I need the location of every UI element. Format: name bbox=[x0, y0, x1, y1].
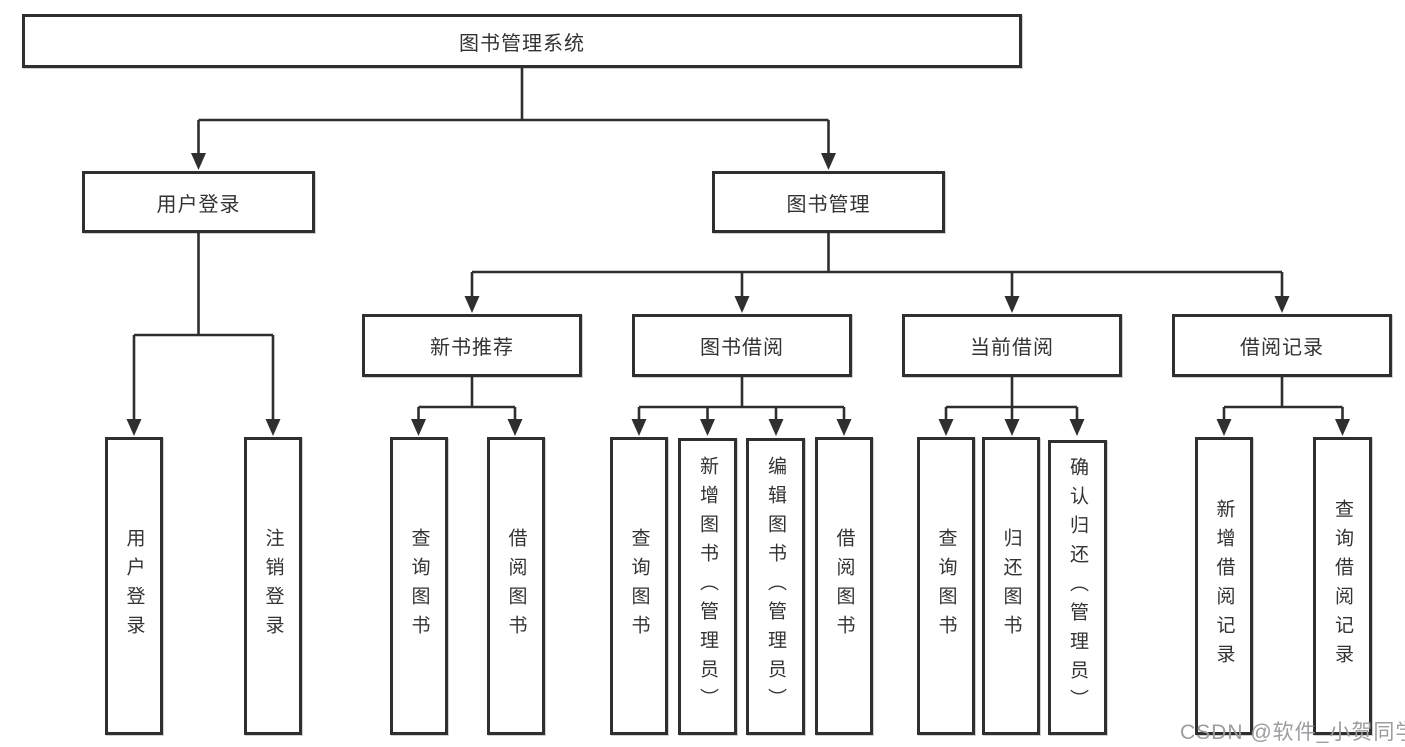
arrowhead bbox=[631, 419, 647, 436]
arrowhead bbox=[1274, 296, 1290, 313]
node-root-label: 图书管理系统 bbox=[459, 32, 585, 55]
leaf-user-login-label: 用户登录 bbox=[123, 528, 145, 644]
node-current-borrowing-label: 当前借阅 bbox=[970, 337, 1054, 359]
connector-book-management-to-level3 bbox=[470, 233, 1284, 299]
leaf-borrow-borrow-books-label: 借阅图书 bbox=[833, 528, 855, 644]
leaf-records-add-record-label: 新增借阅记录 bbox=[1213, 499, 1235, 673]
leaf-borrow-edit-books: 编辑图书（管理员） bbox=[746, 438, 805, 735]
connector-user-login-to-leaves bbox=[132, 233, 275, 421]
leaf-user-login: 用户登录 bbox=[105, 437, 163, 735]
node-book-management-label: 图书管理 bbox=[786, 193, 871, 216]
arrowhead bbox=[1004, 296, 1020, 313]
leaf-records-query-record-label: 查询借阅记录 bbox=[1332, 499, 1353, 673]
connector-records-to-leaves bbox=[1222, 377, 1344, 421]
arrowhead bbox=[507, 419, 523, 436]
node-borrowing-records-label: 借阅记录 bbox=[1240, 337, 1324, 359]
arrowhead bbox=[1004, 419, 1020, 436]
connector-borrowing-to-leaves bbox=[637, 377, 846, 421]
node-book-borrowing-label: 图书借阅 bbox=[700, 337, 784, 359]
leaf-records-add-record: 新增借阅记录 bbox=[1195, 437, 1253, 735]
leaf-recommend-query-books-label: 查询图书 bbox=[408, 528, 430, 644]
arrowhead bbox=[1069, 419, 1085, 436]
leaf-borrow-query-books-label: 查询图书 bbox=[628, 528, 650, 644]
leaf-current-query-books: 查询图书 bbox=[917, 437, 975, 735]
node-book-borrowing: 图书借阅 bbox=[632, 314, 852, 377]
arrowhead bbox=[700, 419, 715, 436]
leaf-borrow-borrow-books: 借阅图书 bbox=[815, 437, 873, 735]
leaf-records-query-record: 查询借阅记录 bbox=[1313, 437, 1372, 735]
arrowhead bbox=[938, 419, 954, 436]
connector-current-to-leaves bbox=[944, 377, 1079, 421]
connector-root-to-level2 bbox=[197, 68, 830, 156]
arrowhead bbox=[265, 419, 281, 436]
node-user-login-label: 用户登录 bbox=[156, 193, 241, 216]
leaf-current-return-books-label: 归还图书 bbox=[1000, 528, 1022, 644]
leaf-current-query-books-label: 查询图书 bbox=[935, 528, 957, 644]
arrowhead bbox=[411, 419, 426, 436]
leaf-recommend-borrow-books: 借阅图书 bbox=[487, 437, 545, 735]
arrowhead bbox=[734, 296, 750, 313]
arrowhead bbox=[1216, 419, 1232, 436]
connector-recommend-to-leaves bbox=[417, 377, 517, 421]
arrowhead bbox=[821, 153, 836, 170]
csdn-watermark: CSDN @软件_小贺同学 bbox=[1180, 721, 1405, 744]
arrowhead bbox=[191, 153, 206, 170]
leaf-current-confirm-return-label: 确认归还（管理员） bbox=[1067, 457, 1088, 718]
leaf-borrow-edit-books-label: 编辑图书（管理员） bbox=[765, 456, 786, 717]
leaf-current-confirm-return: 确认归还（管理员） bbox=[1048, 440, 1107, 735]
leaf-recommend-query-books: 查询图书 bbox=[390, 437, 448, 735]
node-user-login: 用户登录 bbox=[82, 171, 315, 233]
leaf-recommend-borrow-books-label: 借阅图书 bbox=[505, 528, 527, 644]
node-new-book-recommend: 新书推荐 bbox=[362, 314, 582, 377]
arrowhead bbox=[768, 419, 784, 436]
arrowhead bbox=[126, 419, 142, 436]
leaf-current-return-books: 归还图书 bbox=[982, 437, 1040, 735]
leaf-borrow-add-books-label: 新增图书（管理员） bbox=[697, 456, 718, 717]
arrowhead bbox=[464, 296, 480, 313]
leaf-borrow-add-books: 新增图书（管理员） bbox=[678, 438, 737, 735]
node-book-management: 图书管理 bbox=[712, 171, 945, 233]
arrowhead bbox=[1335, 419, 1350, 436]
leaf-logout: 注销登录 bbox=[244, 437, 302, 735]
leaf-logout-label: 注销登录 bbox=[262, 528, 284, 644]
node-new-book-recommend-label: 新书推荐 bbox=[430, 337, 514, 359]
leaf-borrow-query-books: 查询图书 bbox=[610, 437, 668, 735]
node-current-borrowing: 当前借阅 bbox=[902, 314, 1122, 377]
node-borrowing-records: 借阅记录 bbox=[1172, 314, 1392, 377]
arrowhead bbox=[836, 419, 852, 436]
node-root: 图书管理系统 bbox=[22, 14, 1022, 68]
